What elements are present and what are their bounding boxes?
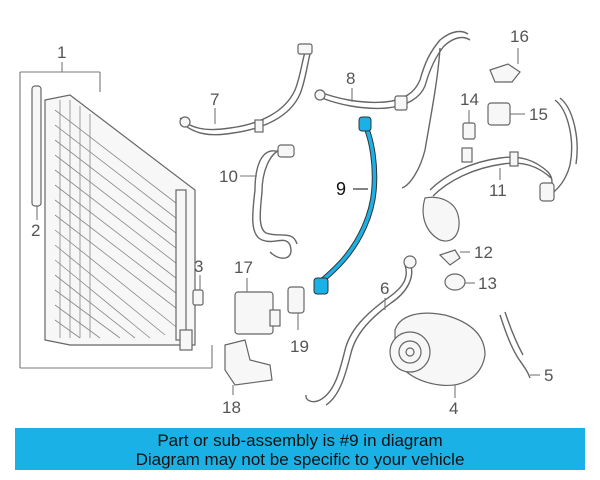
part-valve-12[interactable] xyxy=(438,249,470,266)
banner-line-1: Part or sub-assembly is #9 in diagram xyxy=(157,431,443,450)
part-connector-16[interactable] xyxy=(489,48,521,83)
part-condenser[interactable] xyxy=(19,62,213,369)
part-compressor[interactable] xyxy=(389,312,486,398)
callout-1: 1 xyxy=(57,43,66,62)
callout-4: 4 xyxy=(449,399,458,418)
callout-3: 3 xyxy=(194,257,203,276)
banner-line-2: Diagram may not be specific to your vehi… xyxy=(135,450,465,469)
callout-10: 10 xyxy=(219,167,238,186)
part-switch-15[interactable] xyxy=(487,102,525,126)
part-bracket[interactable] xyxy=(192,275,204,306)
part-bracket-18[interactable] xyxy=(224,339,273,395)
callout-13: 13 xyxy=(478,274,497,293)
callout-16: 16 xyxy=(510,27,529,46)
callout-2: 2 xyxy=(31,221,40,240)
callout-5: 5 xyxy=(544,366,553,385)
part-hose-6[interactable] xyxy=(305,255,417,406)
callout-9: 9 xyxy=(336,179,346,199)
part-suction-line[interactable] xyxy=(314,30,471,189)
part-hose-assembly[interactable] xyxy=(422,97,578,242)
part-discharge-hose[interactable] xyxy=(240,144,298,259)
part-pipe-5[interactable] xyxy=(499,311,540,379)
callout-17: 17 xyxy=(234,258,253,277)
part-9-highlighted-hose[interactable] xyxy=(313,116,378,295)
callout-14: 14 xyxy=(460,90,479,109)
part-cap-14[interactable] xyxy=(462,110,476,140)
part-sensor-19[interactable] xyxy=(287,286,305,330)
callout-18: 18 xyxy=(222,398,241,417)
callout-19: 19 xyxy=(290,337,309,356)
callout-7: 7 xyxy=(210,90,219,109)
info-banner: Part or sub-assembly is #9 in diagram Di… xyxy=(15,428,585,470)
part-cap-13[interactable] xyxy=(444,273,475,291)
parts-diagram: 1 2 3 4 5 6 7 8 9 10 11 12 13 14 15 16 1… xyxy=(19,27,578,418)
callout-12: 12 xyxy=(474,243,493,262)
part-liquid-line[interactable] xyxy=(179,43,313,136)
part-receiver-drier[interactable] xyxy=(31,85,42,220)
callout-8: 8 xyxy=(346,69,355,88)
callout-11: 11 xyxy=(489,181,507,200)
callout-6: 6 xyxy=(380,279,389,298)
part-module-17[interactable] xyxy=(234,278,281,335)
callout-15: 15 xyxy=(529,105,548,124)
